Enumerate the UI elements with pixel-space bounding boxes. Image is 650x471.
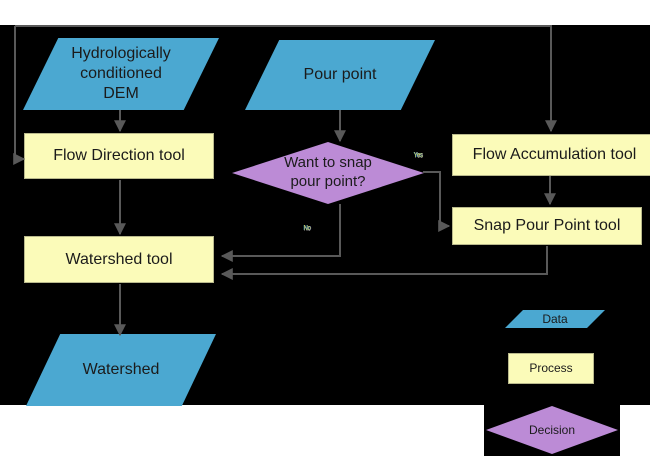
- node-label: Flow Accumulation tool: [472, 146, 637, 163]
- node-watershed[interactable]: Watershed: [26, 334, 216, 406]
- node-label: Hydrologically conditioned DEM: [71, 45, 171, 102]
- node-label: Watershed: [82, 361, 160, 378]
- node-flow-accumulation-tool[interactable]: Flow Accumulation tool: [452, 134, 650, 176]
- edge-label-yes: Yes: [413, 152, 423, 159]
- legend-item-process: Process: [508, 353, 594, 384]
- node-label: Pour point: [303, 66, 377, 83]
- legend-item-label: Process: [529, 361, 573, 375]
- node-label: Want to snap pour point?: [284, 154, 372, 190]
- node-label: Snap Pour Point tool: [473, 217, 621, 234]
- legend-item-decision: Decision: [486, 406, 618, 454]
- node-flow-direction-tool[interactable]: Flow Direction tool: [24, 133, 214, 179]
- node-hydrologically-conditioned-dem[interactable]: Hydrologically conditioned DEM: [23, 38, 219, 110]
- node-label: Watershed tool: [65, 250, 173, 268]
- edge-label-no: No: [303, 225, 311, 232]
- data-shape-fill: [26, 334, 216, 406]
- node-pour-point[interactable]: Pour point: [245, 40, 435, 110]
- legend-item-label: Data: [542, 311, 568, 326]
- data-shape-fill: [505, 310, 605, 328]
- node-label: Flow Direction tool: [53, 147, 185, 164]
- node-snap-pour-point-tool[interactable]: Snap Pour Point tool: [452, 207, 642, 245]
- legend-item-data: Data: [505, 310, 605, 328]
- node-want-to-snap-pour-point-decision[interactable]: Want to snap pour point?: [232, 142, 424, 204]
- node-watershed-tool[interactable]: Watershed tool: [24, 236, 214, 283]
- legend-item-label: Decision: [528, 422, 576, 437]
